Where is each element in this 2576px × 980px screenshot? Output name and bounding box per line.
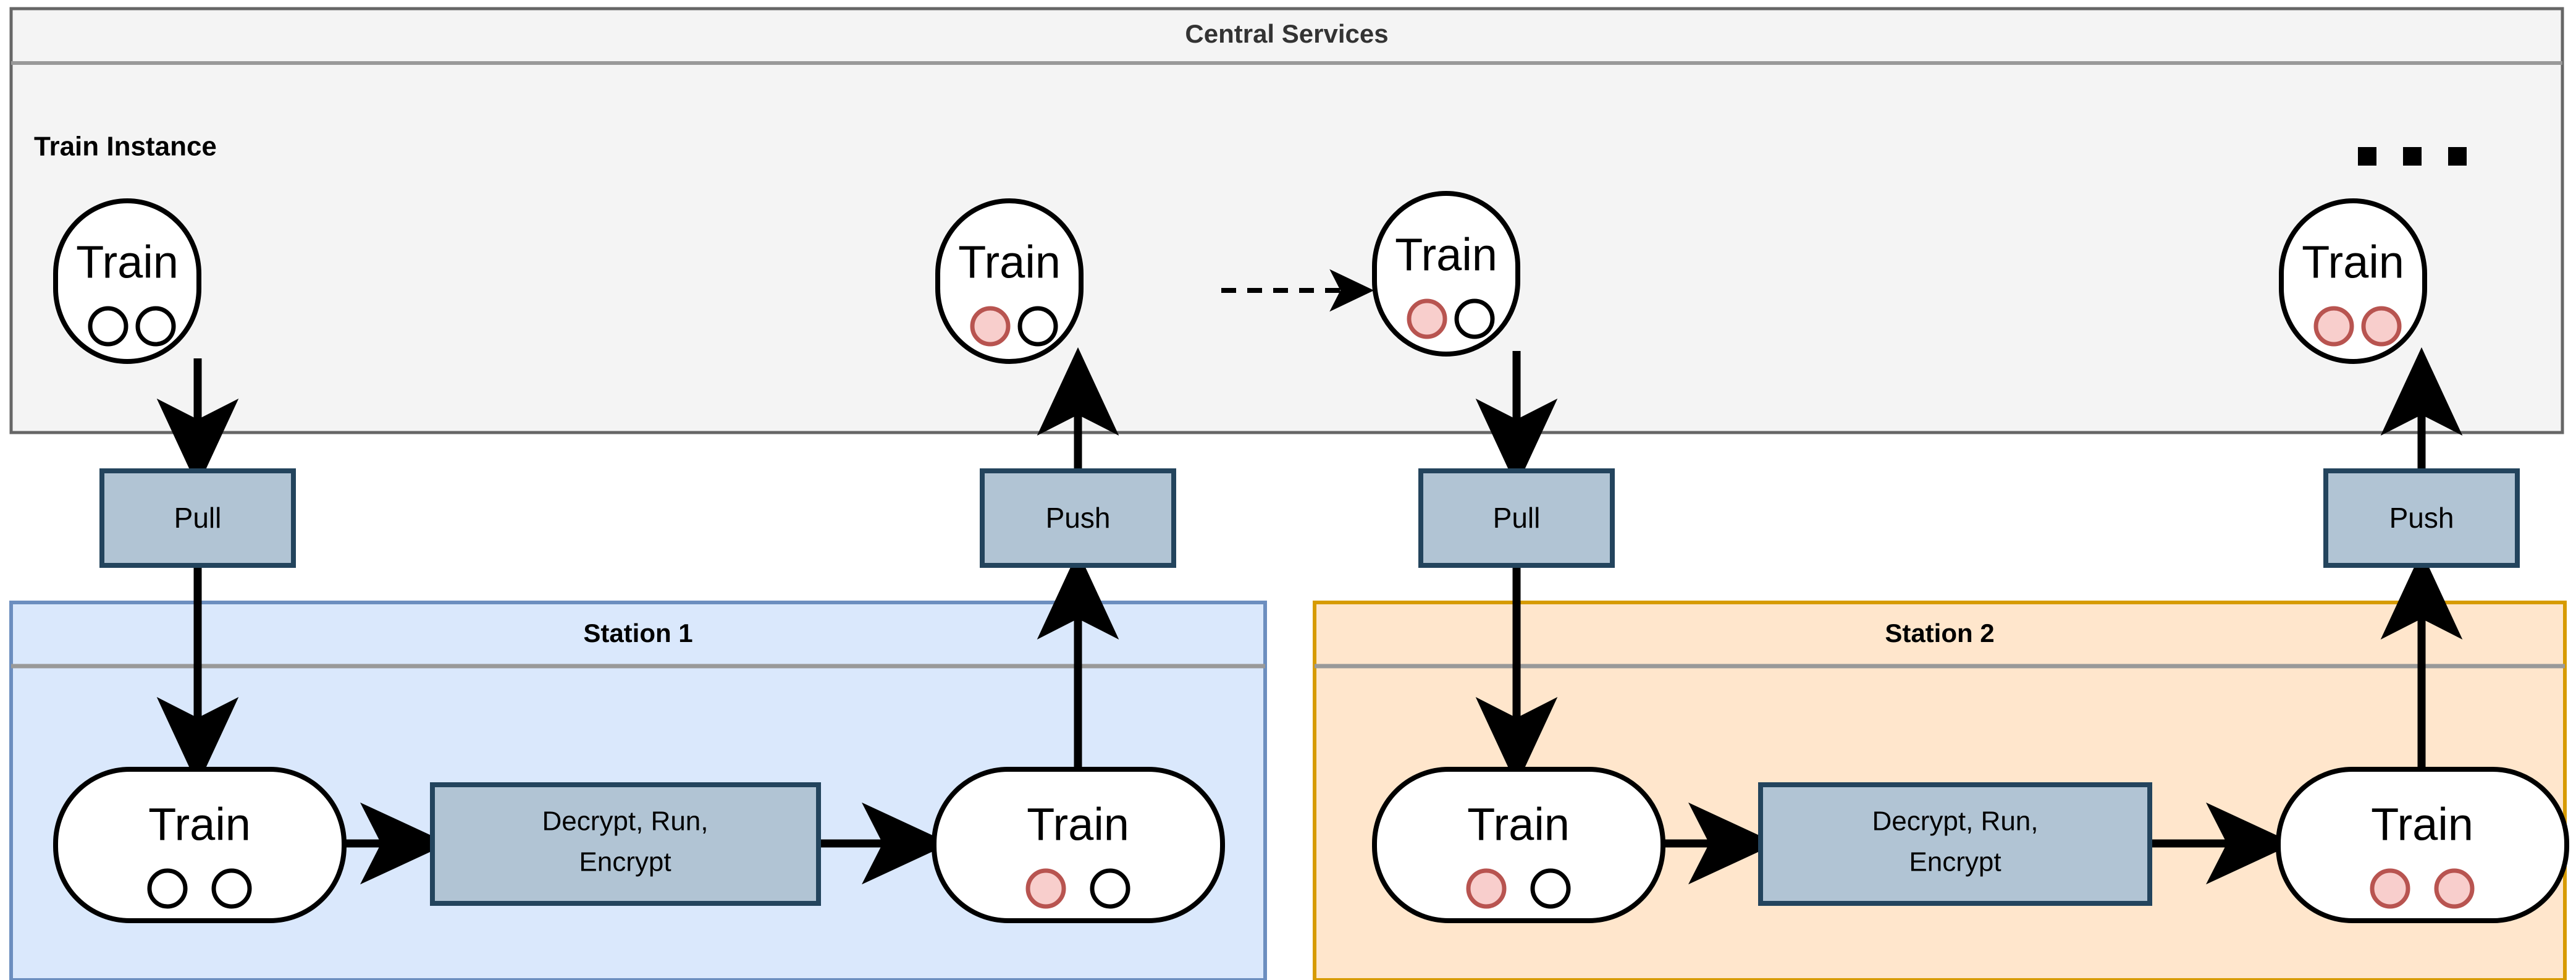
cs-train-4[interactable]: Train — [2279, 198, 2427, 364]
ellipsis-icon — [2358, 147, 2467, 166]
slot-dot-empty — [88, 306, 128, 347]
s1-process-label-line1: Decrypt, Run, — [542, 806, 709, 837]
s2-train-out[interactable]: Train — [2276, 767, 2569, 923]
s1-train-out[interactable]: Train — [932, 767, 1225, 923]
slot-dot-filled — [1407, 298, 1447, 339]
push-2-label: Push — [2389, 502, 2454, 534]
push-1-box[interactable]: Push — [980, 468, 1176, 568]
slot-dot-filled — [1466, 868, 1507, 909]
cs-train-2[interactable]: Train — [935, 198, 1084, 364]
slot-dot-filled — [970, 306, 1011, 347]
s1-process-box[interactable]: Decrypt, Run, Encrypt — [430, 782, 821, 906]
slot-dot-empty — [1090, 868, 1130, 909]
slot-dot-filled — [2361, 306, 2402, 347]
pull-1-box[interactable]: Pull — [99, 468, 296, 568]
slot-dot-empty — [147, 868, 188, 909]
central-services-title: Central Services — [1185, 19, 1388, 48]
cs-train-1[interactable]: Train — [53, 198, 201, 364]
s2-process-box[interactable]: Decrypt, Run, Encrypt — [1758, 782, 2152, 906]
slot-dot-empty — [135, 306, 176, 347]
station-1-title: Station 1 — [583, 619, 692, 648]
train-node-label: Train — [1027, 799, 1129, 850]
pull-2-label: Pull — [1493, 502, 1541, 534]
train-node-label: Train — [2371, 799, 2473, 850]
slot-dot-empty — [1454, 298, 1495, 339]
s1-process-label-line2: Encrypt — [579, 847, 671, 877]
train-instance-lane-label: Train Instance — [34, 132, 217, 162]
slot-dot-empty — [1017, 306, 1058, 347]
s2-process-label-line2: Encrypt — [1909, 847, 2001, 877]
slot-dot-empty — [211, 868, 252, 909]
s2-process-label-line1: Decrypt, Run, — [1872, 806, 2039, 837]
push-2-box[interactable]: Push — [2323, 468, 2520, 568]
pull-1-label: Pull — [174, 502, 222, 534]
central-services-container: Central Services — [9, 7, 2564, 434]
slot-dot-filled — [2313, 306, 2354, 347]
train-node-label: Train — [1467, 799, 1570, 850]
slot-dot-filled — [1025, 868, 1066, 909]
slot-dot-filled — [2434, 868, 2475, 909]
pull-2-box[interactable]: Pull — [1418, 468, 1615, 568]
push-1-label: Push — [1046, 502, 1111, 534]
train-node-label: Train — [76, 237, 179, 288]
station-2-title: Station 2 — [1885, 619, 1994, 648]
slot-dot-filled — [2370, 868, 2410, 909]
train-node-label: Train — [958, 237, 1061, 288]
train-node-label: Train — [1395, 229, 1497, 281]
cs-train-3[interactable]: Train — [1372, 191, 1520, 357]
edges-layer — [156, 269, 2463, 885]
train-node-label: Train — [148, 799, 251, 850]
slot-dot-empty — [1530, 868, 1571, 909]
s2-train-in[interactable]: Train — [1372, 767, 1665, 923]
train-node-label: Train — [2302, 237, 2404, 288]
s1-train-in[interactable]: Train — [53, 767, 347, 923]
